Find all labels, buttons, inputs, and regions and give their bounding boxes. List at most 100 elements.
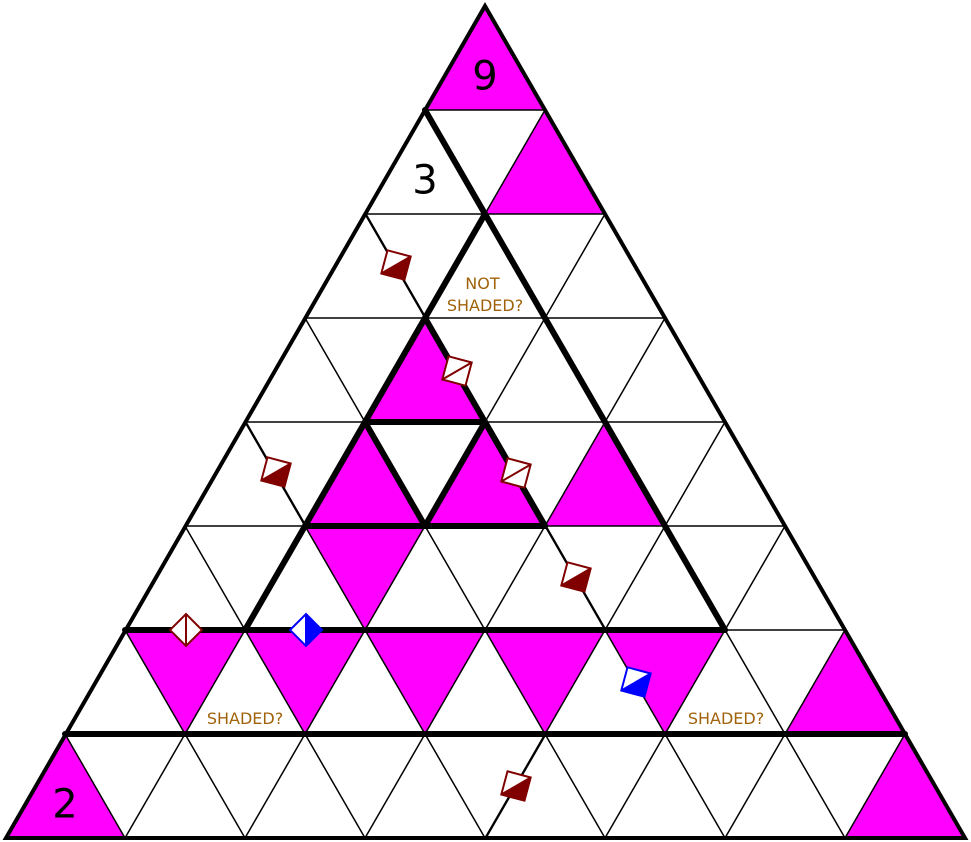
region-border <box>422 107 488 217</box>
clue-number: 9 <box>472 53 497 99</box>
cell-shaded[interactable] <box>425 6 545 110</box>
cell-shaded[interactable] <box>305 526 425 630</box>
diamond-half-filled-icon[interactable] <box>500 770 532 802</box>
cell[interactable] <box>365 214 485 318</box>
cell[interactable] <box>725 734 845 838</box>
cell-shaded[interactable] <box>845 734 965 838</box>
cell[interactable] <box>485 526 605 630</box>
cell[interactable] <box>485 318 605 422</box>
region-border <box>422 419 488 529</box>
cell-shaded[interactable] <box>485 630 605 734</box>
cell[interactable] <box>545 318 665 422</box>
cell[interactable] <box>665 630 785 734</box>
cell[interactable] <box>245 734 365 838</box>
cell[interactable] <box>425 110 545 214</box>
cell[interactable] <box>545 526 665 630</box>
annotation-shaded-left: SHADED? <box>207 709 283 728</box>
cell[interactable] <box>665 734 785 838</box>
cell-shaded[interactable] <box>305 422 425 526</box>
diamond-vertical-filled-icon[interactable] <box>288 612 324 648</box>
region-border <box>242 523 308 633</box>
cell-shaded[interactable] <box>485 110 605 214</box>
cell-shaded[interactable] <box>5 734 125 838</box>
cell[interactable] <box>245 422 365 526</box>
cell-shaded[interactable] <box>125 630 245 734</box>
cell-shaded[interactable] <box>245 630 365 734</box>
cell[interactable] <box>545 214 665 318</box>
cell[interactable] <box>245 526 365 630</box>
annotation-not-shaded: NOT SHADED? <box>447 274 523 315</box>
cell[interactable] <box>425 734 545 838</box>
diamond-vertical-outline-icon[interactable] <box>168 612 204 648</box>
grid-line <box>604 525 786 839</box>
cell[interactable] <box>425 318 545 422</box>
diamond-half-filled-icon[interactable] <box>620 666 652 698</box>
cell[interactable] <box>725 526 845 630</box>
annotation-line: SHADED? <box>447 296 523 315</box>
cell[interactable] <box>125 734 245 838</box>
grid-line <box>184 525 366 839</box>
cell[interactable] <box>305 214 425 318</box>
region-borders <box>62 107 908 737</box>
clue-number: 2 <box>52 781 77 827</box>
cell[interactable] <box>425 526 545 630</box>
cell[interactable] <box>365 110 485 214</box>
cell[interactable] <box>485 422 605 526</box>
cell-shaded[interactable] <box>545 422 665 526</box>
cell-shaded[interactable] <box>425 422 545 526</box>
annotation-line: SHADED? <box>688 709 764 728</box>
cell[interactable] <box>605 318 725 422</box>
cell[interactable] <box>545 630 665 734</box>
cell[interactable] <box>245 318 365 422</box>
grid-line <box>364 317 666 839</box>
cell[interactable] <box>65 630 185 734</box>
region-border <box>482 211 728 633</box>
cell[interactable] <box>65 734 185 838</box>
annotation-line: SHADED? <box>207 709 283 728</box>
annotation-shaded-right: SHADED? <box>688 709 764 728</box>
cell[interactable] <box>665 422 785 526</box>
cell[interactable] <box>605 734 725 838</box>
diamond-half-filled-icon[interactable] <box>260 456 292 488</box>
diamond-half-filled-icon[interactable] <box>380 249 412 281</box>
cell[interactable] <box>185 734 305 838</box>
clue-number: 3 <box>412 157 437 203</box>
cell[interactable] <box>665 526 785 630</box>
cell[interactable] <box>305 734 425 838</box>
grid-line <box>64 733 126 839</box>
cell[interactable] <box>425 214 545 318</box>
region-border <box>422 315 548 529</box>
cell[interactable] <box>185 422 305 526</box>
cell[interactable] <box>425 630 545 734</box>
cell-shaded[interactable] <box>605 630 725 734</box>
cell[interactable] <box>605 422 725 526</box>
diamond-half-outline-icon[interactable] <box>500 457 532 489</box>
cell[interactable] <box>485 734 605 838</box>
cell[interactable] <box>545 734 665 838</box>
cell-shaded[interactable] <box>365 630 485 734</box>
cell[interactable] <box>185 630 305 734</box>
cell[interactable] <box>605 526 725 630</box>
cell[interactable] <box>305 630 425 734</box>
cell[interactable] <box>185 526 305 630</box>
cell[interactable] <box>305 318 425 422</box>
cell[interactable] <box>125 526 245 630</box>
diamond-half-outline-icon[interactable] <box>441 355 473 387</box>
cell[interactable] <box>785 734 905 838</box>
cell[interactable] <box>485 214 605 318</box>
cell-shaded[interactable] <box>365 318 485 422</box>
region-border <box>302 419 368 529</box>
cell[interactable] <box>725 630 845 734</box>
cell[interactable] <box>365 526 485 630</box>
cell-shaded[interactable] <box>785 630 905 734</box>
cell[interactable] <box>365 422 485 526</box>
grid-line <box>304 317 606 839</box>
region-border <box>422 211 488 321</box>
region-border <box>362 419 428 529</box>
clue-number-layer: 9 3 2 <box>52 53 497 827</box>
diamond-half-filled-icon[interactable] <box>560 561 592 593</box>
grid-line <box>844 733 906 839</box>
cell[interactable] <box>365 734 485 838</box>
